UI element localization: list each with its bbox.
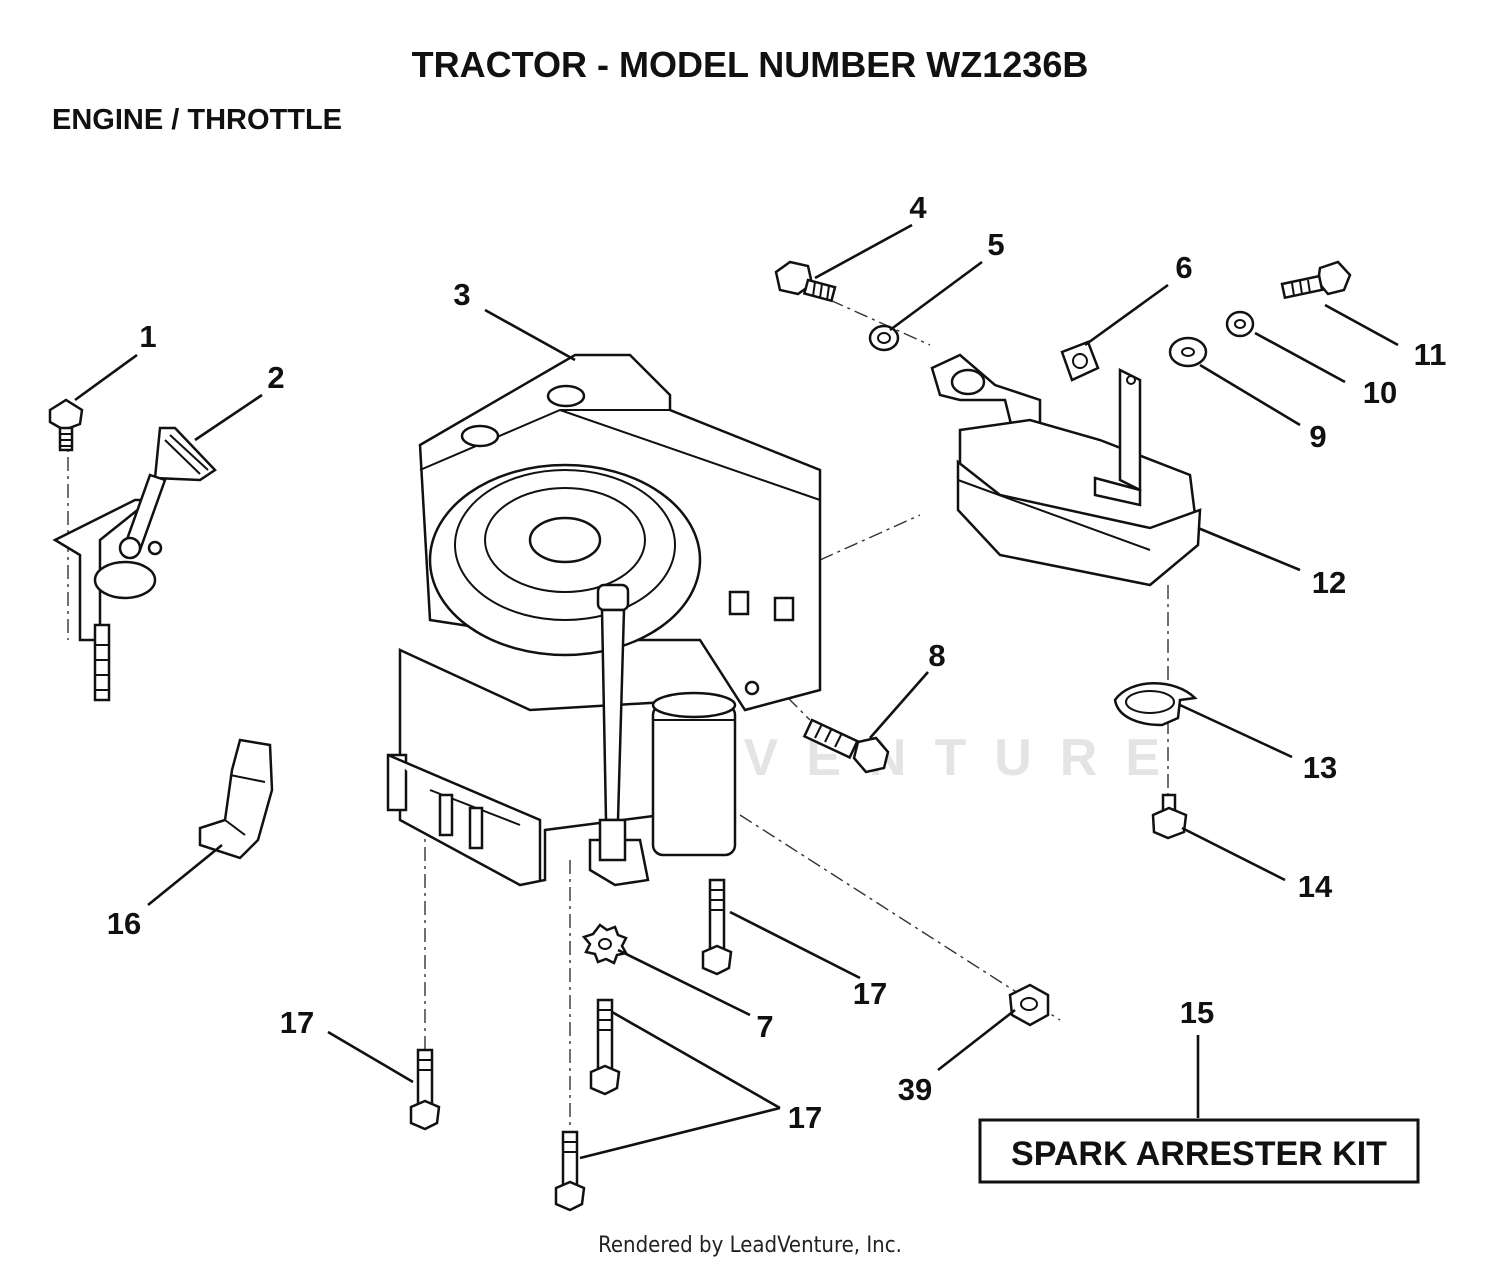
part-17-bolt-a: [701, 878, 733, 976]
callout-10: 10: [1363, 375, 1397, 410]
callout-8: 8: [928, 638, 945, 673]
section-title: ENGINE / THROTTLE: [52, 104, 342, 136]
callout-17-bottom: 17: [788, 1100, 822, 1135]
callout-9: 9: [1309, 419, 1326, 454]
part-13-spark-arrester-screen: [1113, 682, 1198, 727]
callout-11: 11: [1414, 337, 1447, 372]
leader-lines: [74, 223, 1399, 1160]
part-1-screw: [48, 398, 84, 452]
callout-16: 16: [107, 906, 141, 941]
callout-2: 2: [267, 360, 284, 395]
callout-13: 13: [1303, 750, 1337, 785]
callout-15: 15: [1180, 995, 1214, 1030]
rendered-by-footer: Rendered by LeadVenture, Inc.: [598, 1233, 902, 1258]
spark-arrester-kit-box: SPARK ARRESTER KIT: [978, 1118, 1420, 1184]
part-2-throttle-control: [52, 426, 217, 702]
callout-17-right: 17: [853, 976, 887, 1011]
callout-14: 14: [1298, 869, 1333, 904]
callout-39: 39: [898, 1072, 932, 1107]
callout-6: 6: [1175, 250, 1192, 285]
callout-3: 3: [453, 277, 470, 312]
part-10-lock-washer: [1225, 310, 1255, 338]
part-14-screw: [1151, 793, 1188, 840]
callout-12: 12: [1312, 565, 1346, 600]
callout-7: 7: [756, 1009, 773, 1044]
part-5-lock-washer: [868, 324, 900, 352]
part-8-bolt: [802, 718, 890, 774]
part-11-bolt: [1280, 260, 1352, 300]
callout-4: 4: [909, 190, 927, 225]
part-7-star-washer: [581, 923, 628, 965]
part-17-bolt-b: [589, 998, 621, 1096]
part-9-washer: [1168, 336, 1208, 368]
spark-arrester-kit-label: SPARK ARRESTER KIT: [1011, 1135, 1387, 1173]
part-4-bolt: [774, 260, 837, 303]
part-6-gasket: [1060, 340, 1100, 382]
callout-labels: 1 2 3 4 5 6 11 10 9 12 8 13 14 16 17 7 1…: [107, 190, 1447, 1135]
part-39-nut: [1008, 983, 1050, 1027]
callout-5: 5: [987, 227, 1004, 262]
part-3-engine: [386, 353, 822, 887]
callout-1: 1: [139, 319, 156, 354]
part-17-bolt-d: [554, 1130, 586, 1212]
part-17-bolt-c: [409, 1048, 441, 1131]
part-12-muffler: [930, 353, 1202, 587]
callout-17-left: 17: [280, 1005, 314, 1040]
page-title: TRACTOR - MODEL NUMBER WZ1236B: [411, 44, 1089, 85]
part-16-bracket: [198, 738, 274, 860]
